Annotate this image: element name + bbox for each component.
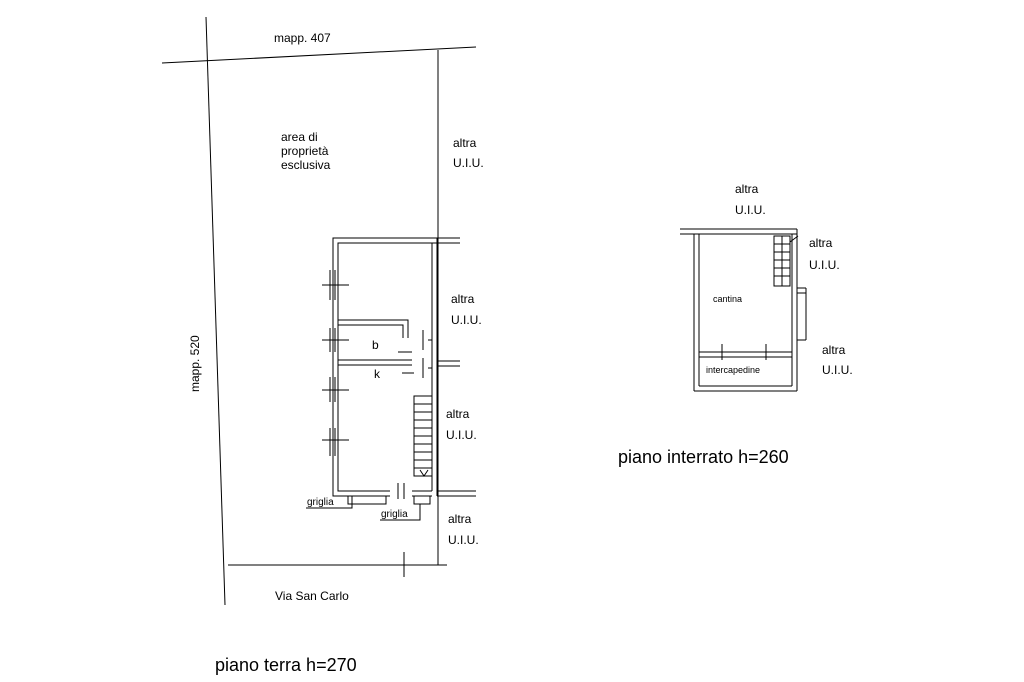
neighbor-parcel-north-label: mapp. 407: [274, 31, 331, 45]
unit-label-2a: altra: [451, 292, 475, 306]
unit-label-1b: U.I.U.: [453, 156, 484, 170]
room-label-bathroom: b: [372, 338, 379, 352]
unit-label-4a: altra: [448, 512, 472, 526]
ground-floor-building: [306, 237, 476, 521]
basement-caption: piano interrato h=260: [618, 447, 789, 467]
basement-unit-label-3b: U.I.U.: [822, 363, 853, 377]
basement-unit-label-2a: altra: [809, 236, 833, 250]
west-windows: [322, 270, 349, 456]
unit-label-2b: U.I.U.: [451, 313, 482, 327]
area-label-line3: esclusiva: [281, 158, 331, 172]
street-label: Via San Carlo: [275, 589, 349, 603]
unit-label-3a: altra: [446, 407, 470, 421]
area-label-line2: proprietà: [281, 144, 329, 158]
ground-floor-caption: piano terra h=270: [215, 655, 357, 675]
unit-label-3b: U.I.U.: [446, 428, 477, 442]
room-label-cellar: cantina: [713, 294, 742, 304]
neighbor-parcel-west-label: mapp. 520: [188, 335, 202, 392]
basement-stair: [773, 235, 799, 287]
unit-label-1a: altra: [453, 136, 477, 150]
grate-label-left: griglia: [307, 497, 334, 508]
grate-label-right: griglia: [381, 509, 408, 520]
area-label-line1: area di: [281, 130, 318, 144]
site-boundary: [161, 16, 477, 606]
basement-unit-label-1a: altra: [735, 182, 759, 196]
basement-unit-label-2b: U.I.U.: [809, 258, 840, 272]
room-label-cavity: intercapedine: [706, 365, 760, 375]
room-label-kitchen: k: [374, 367, 381, 381]
entrance-and-grates: [306, 483, 431, 521]
unit-label-4b: U.I.U.: [448, 533, 479, 547]
basement-building: [680, 228, 807, 392]
ground-floor-stair: [413, 395, 433, 477]
basement-unit-label-3a: altra: [822, 343, 846, 357]
bathroom-partitions: [338, 319, 432, 378]
basement-unit-label-1b: U.I.U.: [735, 203, 766, 217]
